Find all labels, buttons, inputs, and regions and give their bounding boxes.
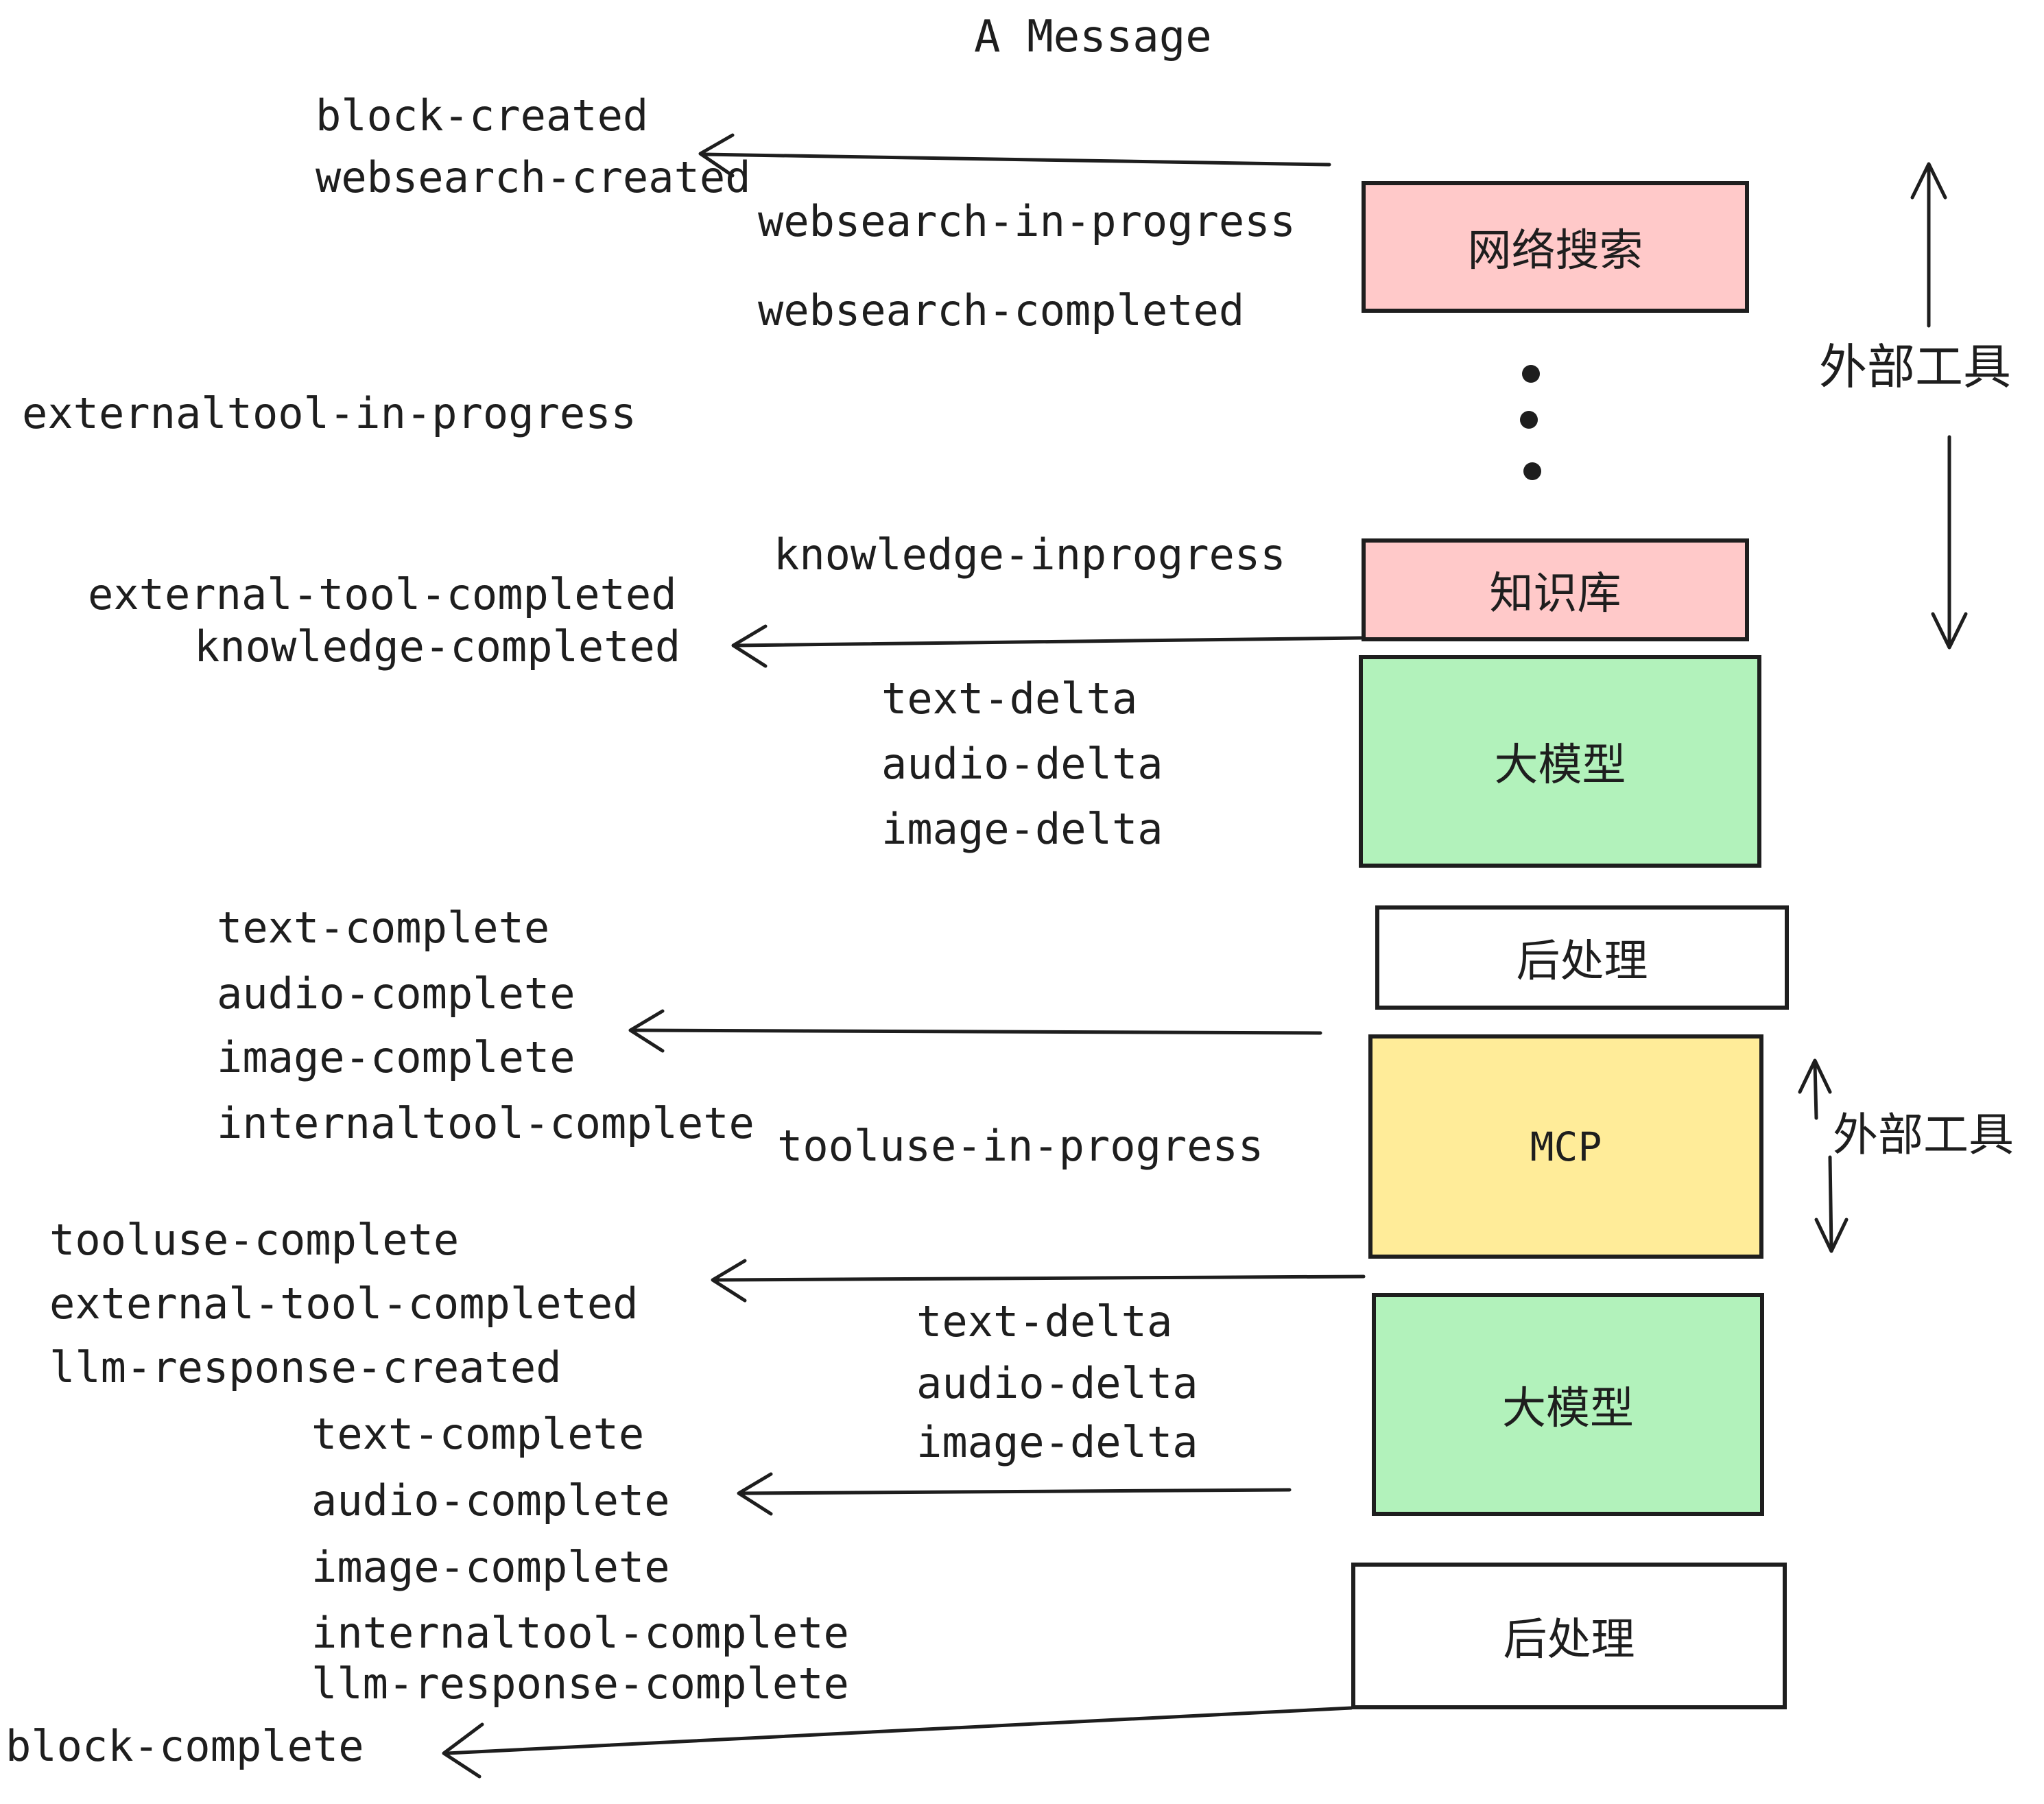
- event-label-internaltool-complete: internaltool-complete: [217, 1098, 754, 1148]
- event-label-llm-response-created: llm-response-created: [49, 1342, 562, 1392]
- event-label-audio-complete: audio-complete: [217, 969, 575, 1019]
- box-postprocess-top: 后处理: [1375, 905, 1789, 1010]
- event-label-websearch-created: websearch-created: [316, 152, 751, 202]
- event-label-text-delta-2: text-delta: [916, 1296, 1173, 1346]
- event-label-block-created: block-created: [316, 91, 649, 141]
- box-websearch: 网络搜索: [1362, 181, 1749, 313]
- arrow-block-created: [698, 133, 1331, 178]
- box-llm-bottom: 大模型: [1372, 1293, 1764, 1516]
- event-label-internaltool-complete-2: internaltool-complete: [311, 1608, 849, 1658]
- box-websearch-label: 网络搜索: [1467, 226, 1643, 276]
- event-label-audio-delta-2: audio-delta: [916, 1358, 1198, 1408]
- event-label-websearch-in-progress: websearch-in-progress: [758, 196, 1296, 246]
- arrow-external-tool-completed: [711, 1259, 1366, 1303]
- event-label-image-complete-2: image-complete: [311, 1542, 670, 1592]
- event-label-external-tool-completed-2: external-tool-completed: [49, 1279, 639, 1329]
- event-label-external-tool-completed: external-tool-completed: [88, 569, 677, 619]
- box-postprocess-bottom-label: 后处理: [1503, 1615, 1635, 1665]
- external-tools-annotation-bottom: 外部工具: [1833, 1108, 2014, 1161]
- box-llm-top: 大模型: [1359, 655, 1761, 868]
- arrow-external-tools-bottom-down: [1814, 1155, 1849, 1253]
- event-label-image-delta-2: image-delta: [916, 1417, 1198, 1467]
- box-llm-top-label: 大模型: [1494, 740, 1626, 791]
- arrow-external-tools-top-up: [1910, 162, 1947, 328]
- arrow-external-tools-bottom-up: [1798, 1058, 1832, 1120]
- event-label-tooluse-complete: tooluse-complete: [49, 1215, 460, 1265]
- event-label-block-complete: block-complete: [5, 1721, 364, 1771]
- event-label-knowledge-inprogress: knowledge-inprogress: [774, 530, 1286, 580]
- box-knowledge-label: 知识库: [1489, 569, 1621, 619]
- event-label-audio-complete-2: audio-complete: [311, 1475, 670, 1526]
- event-label-text-delta: text-delta: [881, 674, 1138, 724]
- event-label-text-complete: text-complete: [217, 903, 550, 953]
- external-tools-annotation-top: 外部工具: [1819, 339, 2011, 395]
- event-label-text-complete-2: text-complete: [311, 1409, 645, 1459]
- arrow-image-complete: [628, 1009, 1322, 1053]
- arrow-external-tools-top-down: [1931, 435, 1968, 650]
- box-mcp: MCP: [1368, 1034, 1763, 1259]
- event-label-audio-delta: audio-delta: [881, 739, 1163, 789]
- event-label-image-delta: image-delta: [881, 804, 1163, 854]
- arrow-block-complete: [442, 1706, 1353, 1779]
- event-label-llm-response-complete: llm-response-complete: [311, 1659, 849, 1709]
- event-label-websearch-completed: websearch-completed: [758, 285, 1245, 335]
- ellipsis-dots: [1520, 365, 1541, 480]
- event-label-externaltool-in-progress: externaltool-in-progress: [22, 388, 637, 438]
- event-label-knowledge-completed: knowledge-completed: [194, 621, 681, 672]
- event-label-tooluse-in-progress: tooluse-in-progress: [777, 1121, 1264, 1171]
- arrow-audio-complete: [737, 1472, 1292, 1516]
- arrow-knowledge-completed: [731, 624, 1364, 668]
- box-mcp-label: MCP: [1530, 1123, 1602, 1170]
- page-title: A Message: [974, 12, 1212, 62]
- box-postprocess-bottom: 后处理: [1351, 1563, 1787, 1709]
- box-postprocess-top-label: 后处理: [1516, 936, 1648, 987]
- event-label-image-complete: image-complete: [217, 1032, 575, 1082]
- box-knowledge: 知识库: [1362, 538, 1749, 641]
- box-llm-bottom-label: 大模型: [1502, 1383, 1634, 1434]
